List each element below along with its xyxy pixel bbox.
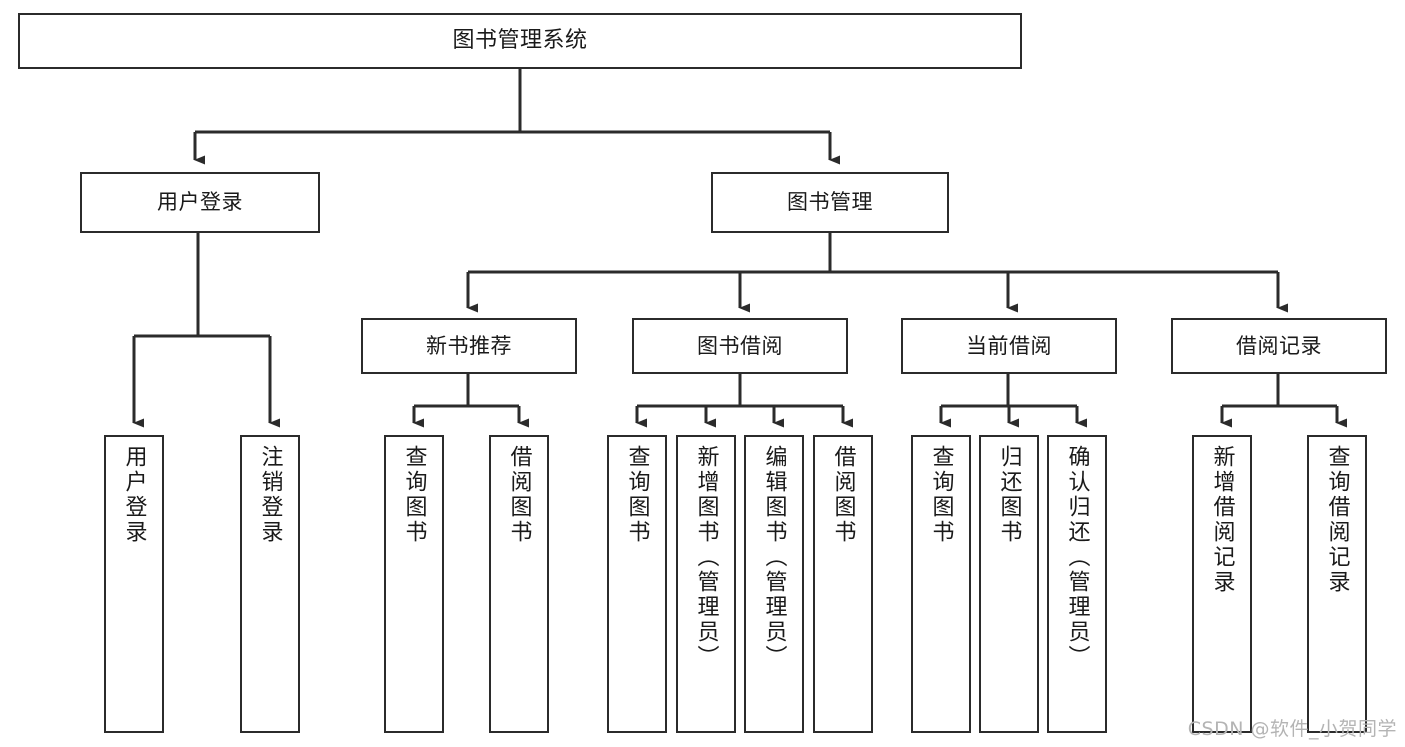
node-root-book-management-system[interactable]: 图书管理系统 xyxy=(18,13,1022,69)
node-label: 查询图书 xyxy=(401,445,427,545)
leaf-current-query-book[interactable]: 查询图书 xyxy=(911,435,971,733)
node-label: 借阅记录 xyxy=(1236,333,1322,358)
node-label: 查询借阅记录 xyxy=(1324,445,1350,595)
leaf-current-confirm-return-admin[interactable]: 确认归还（管理员） xyxy=(1047,435,1107,733)
leaf-borrow-add-book-admin[interactable]: 新增图书（管理员） xyxy=(676,435,736,733)
node-label: 用户登录 xyxy=(121,445,147,545)
node-label: 用户登录 xyxy=(157,190,243,215)
node-label: 归还图书 xyxy=(996,445,1022,545)
node-user-login[interactable]: 用户登录 xyxy=(80,172,320,233)
node-label: 新增借阅记录 xyxy=(1209,445,1235,595)
node-label: 图书借阅 xyxy=(697,333,783,358)
node-label: 当前借阅 xyxy=(966,333,1052,358)
node-label: 编辑图书（管理员） xyxy=(761,445,787,670)
node-book-management[interactable]: 图书管理 xyxy=(711,172,949,233)
watermark-text: CSDN @软件_小贺同学 xyxy=(1187,718,1397,740)
leaf-current-return-book[interactable]: 归还图书 xyxy=(979,435,1039,733)
node-label: 查询图书 xyxy=(624,445,650,545)
node-new-book-recommendation[interactable]: 新书推荐 xyxy=(361,318,577,374)
node-label: 图书管理系统 xyxy=(452,28,588,54)
node-current-borrowing[interactable]: 当前借阅 xyxy=(901,318,1117,374)
node-label: 确认归还（管理员） xyxy=(1064,445,1090,670)
node-book-borrowing[interactable]: 图书借阅 xyxy=(632,318,848,374)
node-label: 图书管理 xyxy=(787,190,873,215)
node-label: 借阅图书 xyxy=(830,445,856,545)
leaf-new-book-borrow[interactable]: 借阅图书 xyxy=(489,435,549,733)
leaf-new-book-query[interactable]: 查询图书 xyxy=(384,435,444,733)
node-label: 注销登录 xyxy=(257,445,283,545)
node-borrowing-records[interactable]: 借阅记录 xyxy=(1171,318,1387,374)
leaf-record-add-borrow-record[interactable]: 新增借阅记录 xyxy=(1192,435,1252,733)
leaf-user-login-logout[interactable]: 注销登录 xyxy=(240,435,300,733)
leaf-borrow-edit-book-admin[interactable]: 编辑图书（管理员） xyxy=(744,435,804,733)
node-label: 新增图书（管理员） xyxy=(693,445,719,670)
node-label: 借阅图书 xyxy=(506,445,532,545)
leaf-borrow-query-book[interactable]: 查询图书 xyxy=(607,435,667,733)
leaf-borrow-borrow-book[interactable]: 借阅图书 xyxy=(813,435,873,733)
leaf-record-query-borrow-record[interactable]: 查询借阅记录 xyxy=(1307,435,1367,733)
node-label: 新书推荐 xyxy=(426,333,512,358)
node-label: 查询图书 xyxy=(928,445,954,545)
leaf-user-login-login[interactable]: 用户登录 xyxy=(104,435,164,733)
